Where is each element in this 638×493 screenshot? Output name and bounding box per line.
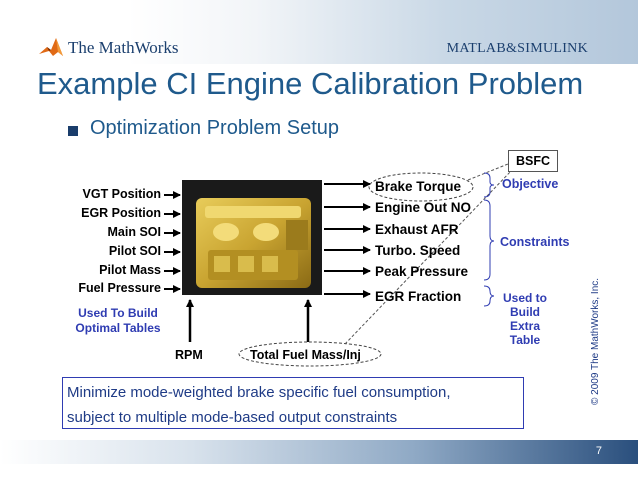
extra-label-line: Used to bbox=[502, 291, 547, 305]
section-heading: Optimization Problem Setup bbox=[90, 117, 340, 139]
bsfc-box: BSFC bbox=[508, 150, 558, 172]
extra-label-line: Extra bbox=[509, 319, 541, 333]
output-label: Turbo. Speed bbox=[375, 243, 461, 258]
extra-label-line: Table bbox=[509, 333, 541, 347]
mathworks-logo-icon bbox=[39, 38, 63, 56]
bullet-icon bbox=[68, 126, 78, 136]
engine-image bbox=[182, 180, 322, 295]
rpm-label: RPM bbox=[175, 348, 203, 362]
tables-note-line: Used To Build bbox=[78, 306, 158, 320]
extra-table-label: Used to Build Extra Table bbox=[495, 291, 555, 347]
tables-note: Used To Build Optimal Tables bbox=[68, 306, 168, 336]
goal-line: Minimize mode-weighted brake specific fu… bbox=[67, 384, 451, 401]
input-label: VGT Position bbox=[82, 187, 161, 201]
company-name: The MathWorks bbox=[68, 38, 179, 57]
output-label: Exhaust AFR bbox=[375, 222, 459, 237]
constraints-brace bbox=[483, 199, 495, 281]
fuel-mass-ellipse bbox=[238, 341, 382, 367]
bsfc-connector bbox=[467, 163, 509, 181]
input-label: EGR Position bbox=[81, 206, 161, 220]
page-number: 7 bbox=[595, 445, 602, 457]
page-title: Example CI Engine Calibration Problem bbox=[37, 66, 584, 101]
extra-label-line: Build bbox=[510, 305, 540, 319]
brake-torque-ellipse bbox=[368, 172, 474, 202]
input-label: Pilot SOI bbox=[108, 244, 161, 258]
output-label: Engine Out NO bbox=[375, 200, 471, 215]
input-label: Fuel Pressure bbox=[78, 281, 161, 295]
extra-brace bbox=[483, 285, 495, 307]
output-label: Peak Pressure bbox=[375, 264, 469, 279]
bsfc-connector bbox=[344, 169, 513, 345]
input-label: Main SOI bbox=[107, 225, 161, 239]
product-name: MATLAB&SIMULINK bbox=[446, 41, 588, 56]
footer-band bbox=[0, 440, 638, 464]
output-label: EGR Fraction bbox=[375, 289, 462, 304]
goal-box: Minimize mode-weighted brake specific fu… bbox=[62, 377, 524, 429]
input-label: Pilot Mass bbox=[99, 263, 161, 277]
output-label: Brake Torque bbox=[375, 179, 462, 194]
header-band bbox=[0, 0, 638, 64]
goal-line: subject to multiple mode-based output co… bbox=[67, 409, 398, 426]
objective-label: Objective bbox=[502, 177, 559, 191]
objective-brace bbox=[483, 172, 495, 198]
fuel-mass-label: Total Fuel Mass/Inj bbox=[250, 348, 361, 362]
tables-note-line: Optimal Tables bbox=[75, 321, 161, 335]
copyright-text: © 2009 The MathWorks, Inc. bbox=[590, 277, 601, 405]
constraints-label: Constraints bbox=[500, 235, 570, 249]
